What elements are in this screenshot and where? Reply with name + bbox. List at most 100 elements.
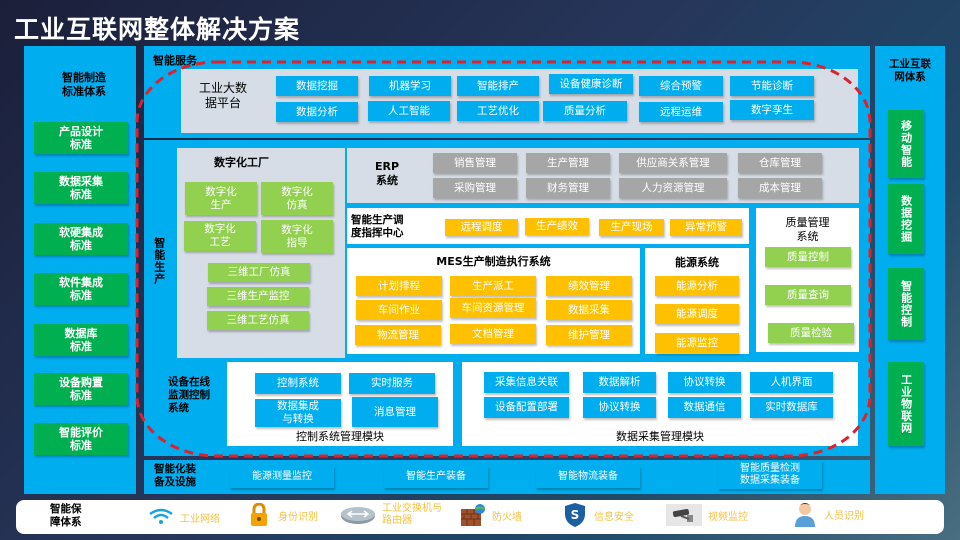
standard-equipment-purchase[interactable]: 设备购置 标准 xyxy=(34,373,128,405)
svc-machine-learning[interactable]: 机器学习 xyxy=(369,76,451,96)
dispatch-anomaly-warning[interactable]: 异常预警 xyxy=(670,219,742,236)
ctrl-data-integration[interactable]: 数据集成 与转换 xyxy=(255,399,341,427)
ctrl-realtime-service[interactable]: 实时服务 xyxy=(349,373,435,394)
dcm-device-deployment[interactable]: 设备配置部署 xyxy=(484,397,569,418)
standard-sw-integration[interactable]: 软件集成 标准 xyxy=(34,273,128,305)
erp-purchasing[interactable]: 采购管理 xyxy=(433,178,517,198)
standard-data-collection[interactable]: 数据采集 标准 xyxy=(34,172,128,204)
ctrl-message-management[interactable]: 消息管理 xyxy=(352,397,438,427)
svc-energy-diagnosis[interactable]: 节能诊断 xyxy=(730,76,814,96)
security-item-firewall[interactable]: 防火墙 xyxy=(460,504,522,526)
svc-data-mining[interactable]: 数据挖掘 xyxy=(276,76,358,96)
iiot-data-mining[interactable]: 数据挖掘 xyxy=(888,184,924,254)
dispatch-performance[interactable]: 生产绩效 xyxy=(525,218,589,235)
svc-data-analysis[interactable]: 数据分析 xyxy=(276,102,358,122)
erp-cost[interactable]: 成本管理 xyxy=(738,178,822,198)
security-item-video[interactable]: 视频监控 xyxy=(666,504,748,526)
mes-planning[interactable]: 计划排程 xyxy=(356,276,442,296)
mes-workshop-resources[interactable]: 车间资源管理 xyxy=(450,298,536,318)
standard-product-design[interactable]: 产品设计 标准 xyxy=(34,122,128,154)
quality-query[interactable]: 质量查询 xyxy=(765,285,851,305)
erp-warehouse[interactable]: 仓库管理 xyxy=(738,153,822,173)
mes-maintenance[interactable]: 维护管理 xyxy=(546,325,632,345)
erp-box: ERP 系统 销售管理 生产管理 供应商关系管理 仓库管理 采购管理 财务管理 … xyxy=(347,148,859,203)
security-item-label: 工业网络 xyxy=(180,513,220,525)
digital-simulation[interactable]: 数字化 仿真 xyxy=(261,182,333,215)
mes-documents[interactable]: 文档管理 xyxy=(450,324,536,344)
ctrl-control-system[interactable]: 控制系统 xyxy=(255,373,341,394)
dcm-data-parsing[interactable]: 数据解析 xyxy=(583,372,656,393)
3d-process-simulation[interactable]: 三维工艺仿真 xyxy=(207,311,309,330)
svc-process-optimization[interactable]: 工艺优化 xyxy=(457,101,539,121)
equip-quality-detection[interactable]: 智能质量检测 数据采集装备 xyxy=(718,461,822,489)
svc-integrated-warning[interactable]: 综合预警 xyxy=(639,76,723,96)
security-item-switch-router[interactable]: 工业交换机与 路由器 xyxy=(340,503,442,526)
svc-digital-twin[interactable]: 数字孪生 xyxy=(730,100,814,120)
svc-equipment-health[interactable]: 设备健康诊断 xyxy=(549,74,633,94)
security-item-person-id[interactable]: 人员识别 xyxy=(792,503,864,527)
security-item-info-security[interactable]: S 信息安全 xyxy=(562,503,634,527)
mes-logistics[interactable]: 物流管理 xyxy=(355,325,441,345)
dispatch-remote[interactable]: 远程调度 xyxy=(445,219,518,236)
wifi-icon xyxy=(148,506,174,528)
mes-dispatching[interactable]: 生产派工 xyxy=(450,276,536,296)
mes-performance[interactable]: 绩效管理 xyxy=(546,276,632,296)
monitoring-label: 设备在线 监测控制 系统 xyxy=(168,376,210,415)
standard-database[interactable]: 数据库 标准 xyxy=(34,324,128,356)
bigdata-platform-label: 工业大数 据平台 xyxy=(198,81,247,110)
standard-hw-sw-integration[interactable]: 软硬集成 标准 xyxy=(34,223,128,255)
iiot-smart-control[interactable]: 智能控制 xyxy=(888,268,924,340)
3d-production-monitor[interactable]: 三维生产监控 xyxy=(207,287,309,306)
dcm-info-association[interactable]: 采集信息关联 xyxy=(484,372,569,393)
equip-smart-logistics[interactable]: 智能物流装备 xyxy=(536,466,640,488)
mes-data-collection[interactable]: 数据采集 xyxy=(546,300,632,320)
security-item-label: 信息安全 xyxy=(594,511,634,523)
smart-production-label: 智能生产 xyxy=(152,237,166,285)
security-bar: 智能保 障体系 工业网络 身份识别 工业交换机与 路由器 防火墙 S 信息安全 … xyxy=(16,500,944,534)
energy-monitor[interactable]: 能源监控 xyxy=(655,333,739,353)
lock-icon xyxy=(246,503,272,526)
energy-dispatch[interactable]: 能源调度 xyxy=(655,304,739,324)
iiot-industrial-iot[interactable]: 工业物联网 xyxy=(888,362,924,446)
dcm-hmi[interactable]: 人机界面 xyxy=(750,372,833,393)
person-icon xyxy=(792,503,818,527)
svc-quality-analysis[interactable]: 质量分析 xyxy=(543,101,627,121)
smart-service-panel: 智能服务 工业大数 据平台 数据挖掘 机器学习 智能排产 设备健康诊断 综合预警… xyxy=(144,46,870,138)
erp-finance[interactable]: 财务管理 xyxy=(526,178,610,198)
security-item-identity[interactable]: 身份识别 xyxy=(246,503,318,526)
svc-remote-ops[interactable]: 远程运维 xyxy=(639,102,723,122)
data-module-title: 数据采集管理模块 xyxy=(616,430,704,443)
svg-text:S: S xyxy=(571,508,580,522)
equip-energy-metering[interactable]: 能源测量监控 xyxy=(230,466,334,488)
camera-icon xyxy=(666,504,702,526)
standards-title: 智能制造 标准体系 xyxy=(62,71,106,98)
digital-production[interactable]: 数字化 生产 xyxy=(185,182,257,215)
iiot-mobile-smart[interactable]: 移动智能 xyxy=(888,110,924,178)
security-item-label: 视频监控 xyxy=(708,511,748,523)
svc-ai[interactable]: 人工智能 xyxy=(368,101,450,121)
equipment-panel: 智能化装 备及设施 能源测量监控 智能生产装备 智能物流装备 智能质量检测 数据… xyxy=(144,460,870,494)
erp-supplier[interactable]: 供应商关系管理 xyxy=(619,153,727,173)
digital-process[interactable]: 数字化 工艺 xyxy=(184,221,256,251)
quality-inspection[interactable]: 质量检验 xyxy=(768,323,854,343)
standard-smart-evaluation[interactable]: 智能评价 标准 xyxy=(34,423,128,455)
security-item-network[interactable]: 工业网络 xyxy=(148,506,220,528)
dcm-protocol-conversion-2[interactable]: 协议转换 xyxy=(583,397,656,418)
erp-sales[interactable]: 销售管理 xyxy=(433,153,517,173)
dcm-realtime-database[interactable]: 实时数据库 xyxy=(750,397,833,418)
digital-guidance[interactable]: 数字化 指导 xyxy=(261,220,333,253)
equipment-label: 智能化装 备及设施 xyxy=(154,463,196,489)
quality-system-title: 质量管理 系统 xyxy=(785,216,830,243)
mes-workshop-ops[interactable]: 车间作业 xyxy=(356,300,442,320)
erp-production[interactable]: 生产管理 xyxy=(526,153,610,173)
energy-analysis[interactable]: 能源分析 xyxy=(655,276,739,296)
equip-smart-production[interactable]: 智能生产装备 xyxy=(384,466,488,488)
dispatch-site[interactable]: 生产现场 xyxy=(599,219,664,236)
svc-smart-scheduling[interactable]: 智能排产 xyxy=(457,76,539,96)
dcm-data-communication[interactable]: 数据通信 xyxy=(668,397,741,418)
dispatch-center-title: 智能生产调 度指挥中心 xyxy=(351,214,404,240)
3d-factory-simulation[interactable]: 三维工厂仿真 xyxy=(208,263,310,282)
erp-hr[interactable]: 人力资源管理 xyxy=(619,178,727,198)
dcm-protocol-conversion-1[interactable]: 协议转换 xyxy=(668,372,741,393)
quality-control[interactable]: 质量控制 xyxy=(765,247,851,267)
